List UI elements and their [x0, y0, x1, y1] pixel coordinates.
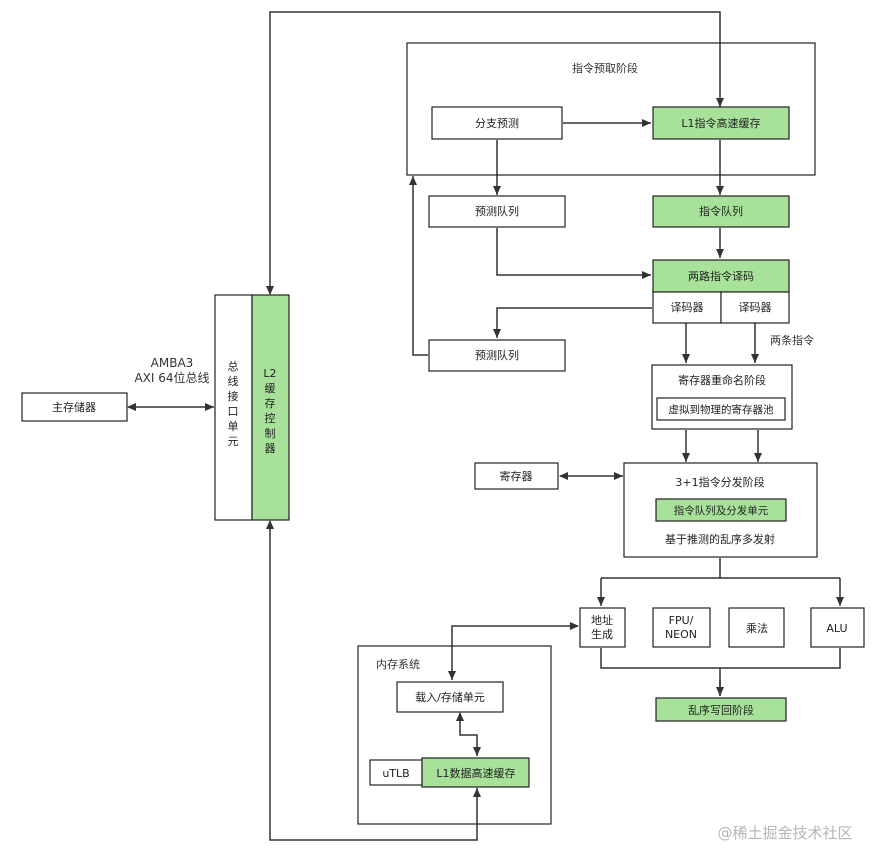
l2-controller-char: 器 — [265, 442, 276, 455]
rename-stage-label: 寄存器重命名阶段 — [678, 373, 766, 387]
dual-decode-label: 两路指令译码 — [688, 269, 754, 283]
bus-interface-char: 总 — [228, 359, 239, 373]
decoder-2-label: 译码器 — [739, 301, 772, 314]
main-memory-label: 主存储器 — [52, 400, 96, 414]
utlb-box — [369, 759, 423, 786]
registers-box — [474, 462, 559, 490]
arrow-decode-to-predict-queue-2 — [493, 307, 652, 338]
speculative-issue-label: 基于推测的乱序多发射 — [665, 532, 775, 546]
addr-gen-label-1: 地址 — [591, 613, 613, 627]
virtual-to-physical-label: 虚拟到物理的寄存器池 — [669, 403, 774, 416]
l1-icache-label: L1指令高速缓存 — [681, 116, 760, 130]
arrow-dispatch-to-units — [601, 558, 840, 579]
arrow-predict-queue-to-decode — [496, 228, 651, 279]
predict-queue-1-label: 预测队列 — [475, 204, 519, 218]
l2-controller-char: 缓 — [265, 382, 276, 395]
dispatch-stage-label: 3+1指令分发阶段 — [675, 475, 764, 489]
l2-controller-label: L2 缓 存 控 制 器 — [263, 367, 276, 455]
load-store-box — [396, 681, 504, 713]
l1-dcache-label: L1数据高速缓存 — [436, 766, 515, 780]
l2-controller-box — [251, 294, 290, 521]
l2-controller-char: 制 — [265, 427, 276, 440]
addr-gen-box — [579, 607, 626, 648]
predict-queue-2-label: 预测队列 — [475, 348, 519, 362]
bus-interface-char: 口 — [228, 405, 239, 418]
instr-queue-label: 指令队列 — [699, 204, 743, 218]
memory-system-label: 内存系统 — [376, 657, 420, 671]
dispatch-unit-label: 指令队列及分发单元 — [674, 504, 769, 517]
l1-icache-box — [652, 106, 790, 140]
alu-box — [810, 607, 865, 648]
bus-interface-char: 接 — [228, 390, 239, 403]
bus-interface-char: 线 — [228, 374, 239, 388]
fpu-label-1: FPU/ — [669, 614, 694, 627]
multiply-label: 乘法 — [746, 621, 768, 635]
utlb-label: uTLB — [382, 767, 409, 780]
alu-label: ALU — [826, 622, 847, 635]
decoder-2-box — [720, 291, 790, 324]
l2-controller-char: 存 — [265, 396, 276, 410]
bus-interface-char: 单 — [228, 420, 239, 433]
writeback-label: 乱序写回阶段 — [688, 703, 754, 717]
main-memory-box — [21, 392, 128, 422]
instr-queue-box — [652, 195, 790, 228]
decoder-1-label: 译码器 — [671, 301, 704, 314]
multiply-box — [728, 607, 785, 648]
bus-interface-char: 元 — [228, 435, 239, 448]
predict-queue-1-box — [428, 195, 566, 228]
fpu-label-2: NEON — [665, 628, 697, 641]
virtual-to-physical-box — [656, 397, 786, 421]
arrow-l2-to-l1-dcache — [266, 520, 481, 841]
l2-controller-char: 控 — [265, 411, 276, 425]
addr-gen-label-2: 生成 — [591, 627, 613, 641]
arrow-l2-to-l1-icache — [266, 11, 724, 295]
predict-queue-2-box — [428, 339, 566, 372]
labels: 主存储器 AMBA3 AXI 64位总线 总 线 接 口 单 元 L2 缓 存 … — [52, 61, 853, 842]
branch-predict-box — [431, 106, 563, 140]
two-instructions-label: 两条指令 — [770, 333, 814, 347]
decoder-1-box — [652, 291, 722, 324]
bus-protocol-line-1: AMBA3 — [151, 356, 194, 370]
arrow-load-store-dcache — [456, 712, 481, 756]
bus-interface-box — [214, 294, 253, 521]
bus-interface-label: 总 线 接 口 单 元 — [228, 359, 239, 448]
branch-predict-label: 分支预测 — [475, 117, 519, 130]
l2-controller-char: L2 — [263, 367, 276, 380]
connectors — [127, 11, 844, 841]
watermark: @稀土掘金技术社区 — [717, 824, 852, 842]
arrow-predict-queue-2-to-fetch — [409, 176, 428, 356]
registers-label: 寄存器 — [500, 469, 533, 483]
writeback-box — [655, 697, 787, 722]
fpu-box — [652, 607, 711, 648]
fetch-stage-label: 指令预取阶段 — [572, 61, 638, 75]
load-store-label: 载入/存储单元 — [415, 690, 485, 704]
arrow-addr-gen-load-store — [448, 622, 579, 680]
memory-system-box — [357, 645, 552, 825]
bus-protocol-line-2: AXI 64位总线 — [134, 370, 209, 385]
boxes — [21, 42, 865, 825]
l1-dcache-box — [421, 757, 530, 788]
dispatch-unit-box — [655, 498, 787, 522]
fetch-stage-box — [406, 42, 816, 176]
